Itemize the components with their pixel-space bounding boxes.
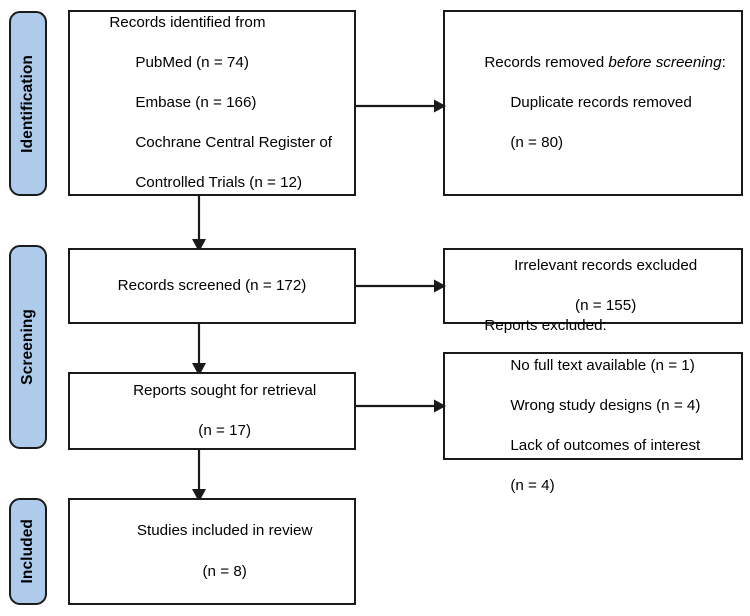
arrow-right-icon bbox=[354, 99, 446, 113]
box-records-identified: Records identified from PubMed (n = 74) … bbox=[68, 10, 356, 196]
reports-excluded-line-wrong-design: Wrong study designs (n = 4) bbox=[510, 396, 701, 414]
records-removed-line-count: (n = 80) bbox=[510, 134, 564, 152]
box-studies-included-text: Studies included in review (n = 8) bbox=[70, 501, 354, 601]
irrelevant-excluded-line-2: (n = 155) bbox=[575, 297, 637, 315]
box-studies-included: Studies included in review (n = 8) bbox=[68, 498, 356, 605]
box-reports-excluded-text: Reports excluded: No full text available… bbox=[445, 296, 741, 517]
records-identified-line-pubmed: PubMed (n = 74) bbox=[135, 53, 249, 71]
reports-excluded-line-no-full-text: No full text available (n = 1) bbox=[510, 356, 695, 374]
records-identified-title: Records identified from bbox=[109, 13, 266, 31]
records-identified-line-embase: Embase (n = 166) bbox=[135, 93, 257, 111]
box-records-removed-text: Records removed before screening: Duplic… bbox=[445, 33, 741, 173]
arrow-right-icon bbox=[354, 279, 446, 293]
box-reports-sought-text: Reports sought for retrieval (n = 17) bbox=[70, 361, 354, 461]
connector-sought-to-reports-excluded bbox=[354, 395, 446, 417]
records-identified-line-cochrane-1: Cochrane Central Register of bbox=[135, 134, 333, 152]
studies-included-line-2: (n = 8) bbox=[202, 562, 247, 580]
box-records-screened: Records screened (n = 172) bbox=[68, 248, 356, 324]
connector-identified-to-removed bbox=[354, 95, 446, 117]
stage-pill-included: Included bbox=[9, 498, 47, 605]
reports-sought-line-2: (n = 17) bbox=[198, 422, 252, 440]
studies-included-line-1: Studies included in review bbox=[136, 522, 313, 540]
reports-excluded-line-lack-outcomes-count: (n = 4) bbox=[510, 477, 555, 495]
reports-sought-line-1: Reports sought for retrieval bbox=[133, 381, 317, 399]
stage-label-identification: Identification bbox=[19, 54, 37, 153]
stage-pill-identification: Identification bbox=[9, 11, 47, 196]
irrelevant-excluded-line-1: Irrelevant records excluded bbox=[514, 256, 698, 274]
box-records-screened-text: Records screened (n = 172) bbox=[117, 276, 307, 294]
arrow-right-icon bbox=[354, 399, 446, 413]
reports-excluded-line-lack-outcomes: Lack of outcomes of interest bbox=[510, 437, 701, 455]
records-removed-title-prefix: Records removed bbox=[484, 53, 609, 71]
records-identified-line-cochrane-2: Controlled Trials (n = 12) bbox=[135, 174, 303, 192]
stage-label-included: Included bbox=[19, 519, 37, 584]
box-reports-excluded: Reports excluded: No full text available… bbox=[443, 317, 743, 494]
box-irrelevant-records-excluded: Irrelevant records excluded (n = 155) bbox=[443, 248, 743, 324]
box-records-identified-text: Records identified from PubMed (n = 74) … bbox=[70, 0, 354, 213]
box-irrelevant-records-excluded-text: Irrelevant records excluded (n = 155) bbox=[445, 236, 741, 336]
stage-pill-screening: Screening bbox=[9, 245, 47, 449]
connector-screened-to-irrelevant bbox=[354, 275, 446, 297]
records-removed-title-emphasis: before screening bbox=[608, 53, 722, 71]
records-removed-line-duplicates: Duplicate records removed bbox=[510, 93, 692, 111]
box-reports-sought-for-retrieval: Reports sought for retrieval (n = 17) bbox=[68, 372, 356, 450]
box-records-removed: Records removed before screening: Duplic… bbox=[443, 10, 743, 196]
stage-label-screening: Screening bbox=[19, 309, 37, 385]
records-removed-title-suffix: : bbox=[721, 53, 726, 71]
reports-excluded-title: Reports excluded: bbox=[484, 316, 607, 334]
